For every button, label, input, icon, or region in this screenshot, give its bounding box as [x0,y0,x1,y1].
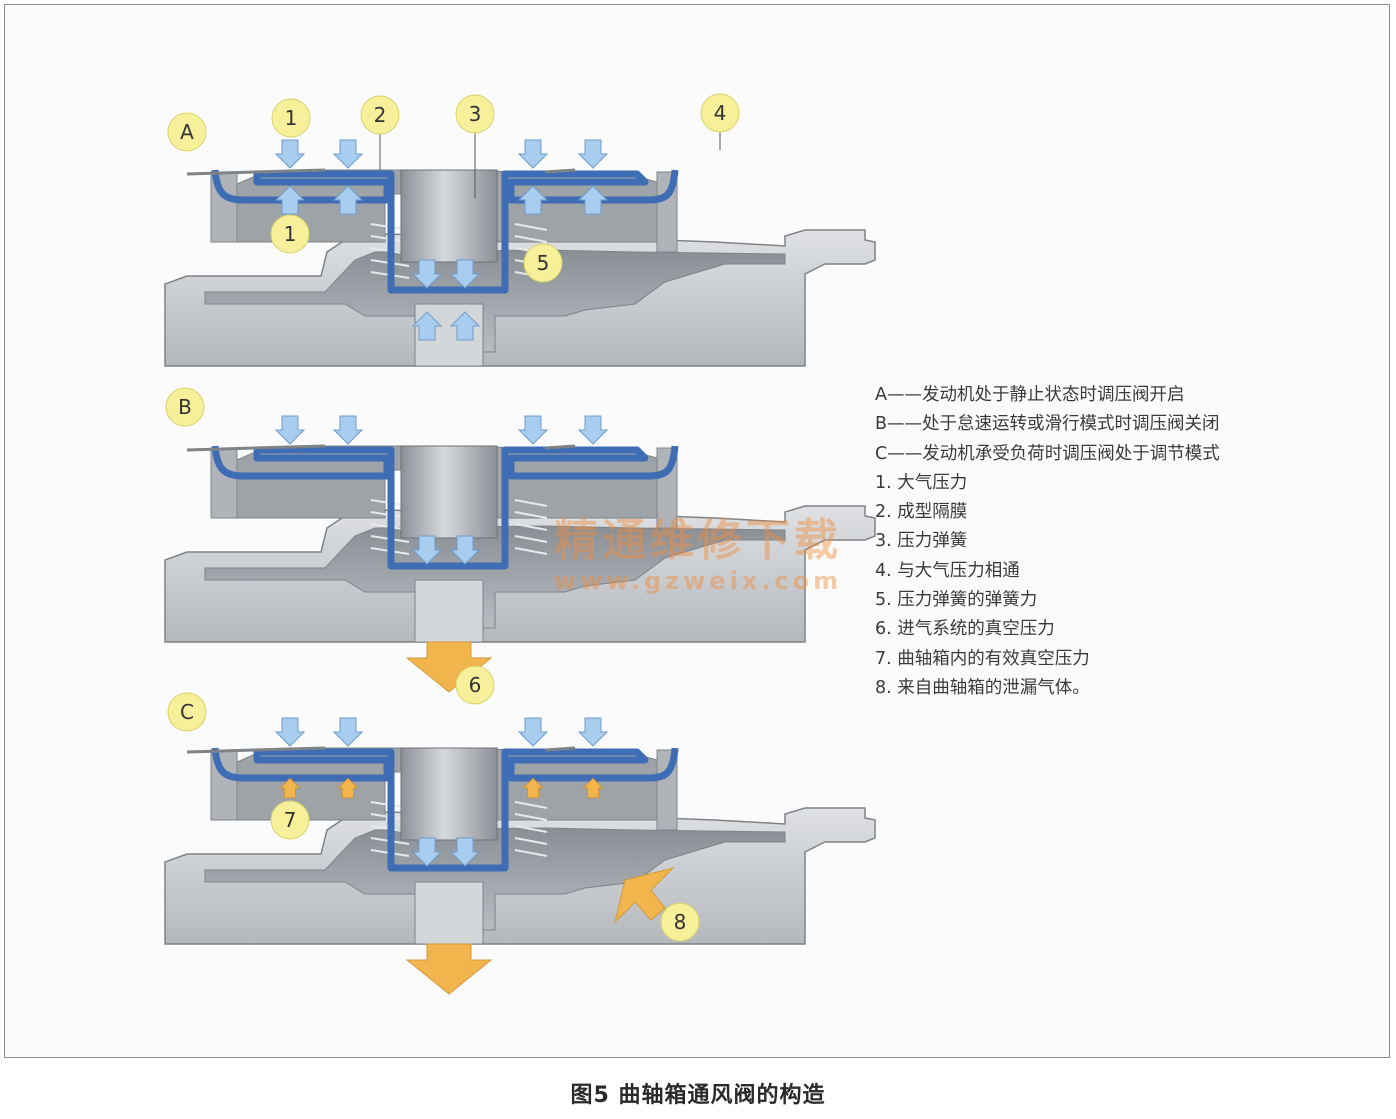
callout-3: 3 [455,94,495,198]
callout-7: 7 [270,800,310,840]
legend-item-1: 1. 大气压力 [875,472,968,493]
atmos-arrow [518,139,548,169]
atmos-arrow [578,139,608,169]
atmos-arrow [333,415,363,445]
valve-diagram: A B C 1 1 2 3 4 5 6 7 8 [0,93,1396,995]
panel-label-a: A [167,112,207,152]
legend-item-5: 5. 压力弹簧的弹簧力 [875,590,1038,611]
valve-drawing-b [165,446,875,642]
svg-text:1: 1 [284,222,297,246]
svg-text:C: C [180,700,194,724]
atmos-arrow [578,415,608,445]
callout-1: 1 [270,214,310,254]
legend-item-7: 7. 曲轴箱内的有效真空压力 [875,648,1090,669]
panels-layer [165,139,875,995]
atmos-arrow [275,139,305,169]
legend-item-4: 4. 与大气压力相通 [875,560,1020,581]
intake-vacuum-arrow [405,943,493,995]
callout-2: 2 [360,95,400,170]
atmos-arrow [518,717,548,747]
callout-6: 6 [455,665,495,705]
atmos-arrow [578,717,608,747]
svg-text:B: B [178,395,192,419]
svg-text:1: 1 [285,106,298,130]
svg-text:6: 6 [469,673,482,697]
legend-item-A: A——发动机处于静止状态时调压阀开启 [875,385,1185,405]
callout-4: 4 [700,93,740,150]
legend-item-B: B——处于怠速运转或滑行模式时调压阀关闭 [875,414,1220,435]
legend-item-2: 2. 成型隔膜 [875,502,968,523]
atmos-arrow [518,415,548,445]
atmos-arrow [275,717,305,747]
svg-text:4: 4 [714,101,727,125]
legend-list: A——发动机处于静止状态时调压阀开启 B——处于怠速运转或滑行模式时调压阀关闭 … [875,381,1355,703]
figure-caption: 图5 曲轴箱通风阀的构造 [570,1083,826,1108]
svg-text:8: 8 [674,910,687,934]
callout-5: 5 [523,243,563,283]
panel-label-c: C [167,692,207,732]
svg-text:7: 7 [284,808,297,832]
callout-8: 8 [660,902,700,942]
panel-label-b: B [165,387,205,427]
legend-item-3: 3. 压力弹簧 [875,531,968,552]
svg-text:2: 2 [374,103,387,127]
callout-1: 1 [271,98,311,138]
blowby-gas-arrow [614,867,675,924]
panel-c [165,717,875,995]
legend-item-8: 8. 来自曲轴箱的泄漏气体。 [875,677,1090,698]
legend-item-6: 6. 进气系统的真空压力 [875,619,1055,640]
legend-item-C: C——发动机承受负荷时调压阀处于调节模式 [875,443,1220,464]
svg-text:3: 3 [469,102,482,126]
panel-b [165,415,875,693]
valve-drawing-c [165,748,875,944]
svg-text:5: 5 [537,251,550,275]
atmos-arrow [333,717,363,747]
panel-a [165,139,875,366]
svg-text:A: A [180,120,194,144]
callouts-layer: A B C 1 1 2 3 4 5 6 7 8 [165,93,740,942]
atmos-arrow [333,139,363,169]
atmos-arrow [275,415,305,445]
